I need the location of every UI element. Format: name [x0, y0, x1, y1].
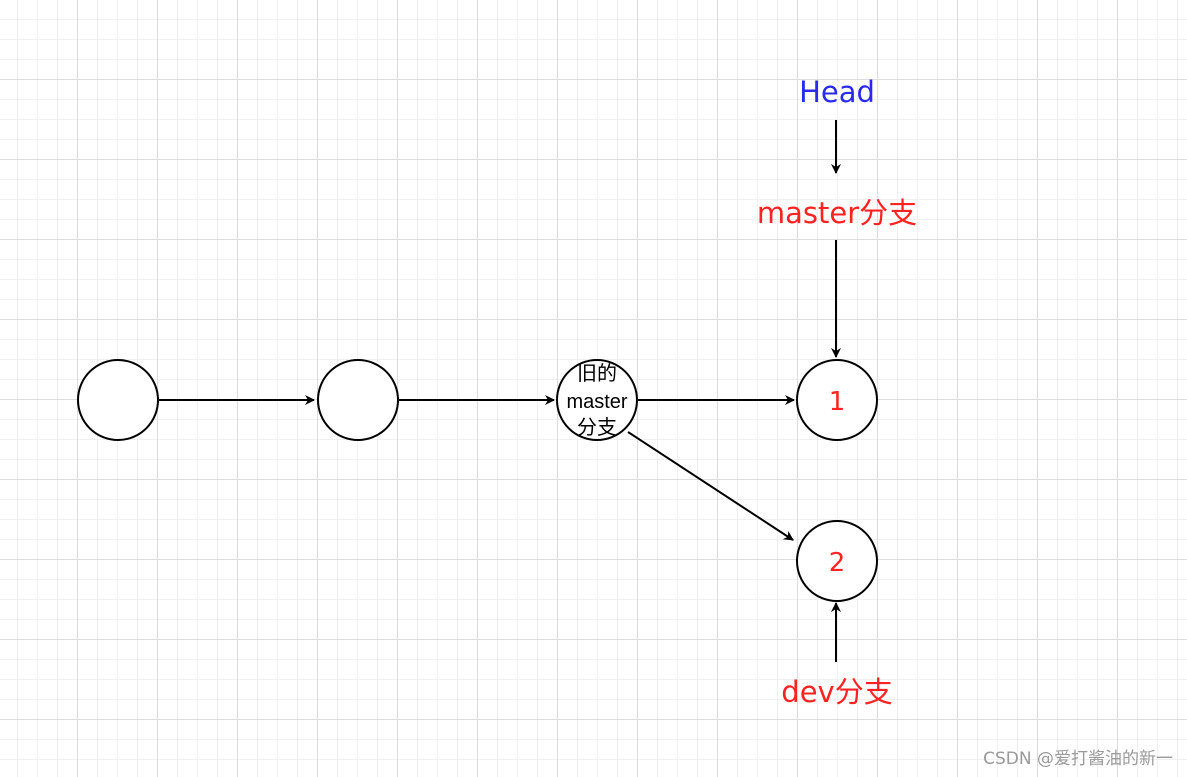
new-commit-node-1 [796, 359, 878, 441]
old-master-node [556, 359, 638, 441]
new-commit-node-2 [796, 520, 878, 602]
master-branch-label: master分支 [757, 196, 917, 230]
edge-old-master-to-node2 [627, 431, 794, 541]
watermark: CSDN @爱打酱油的新一 [983, 749, 1173, 769]
commit-node-2 [317, 359, 399, 441]
node-number-1: 1 [829, 387, 846, 417]
dev-branch-label: dev分支 [781, 675, 892, 709]
old-master-label-line1: 旧的 [577, 362, 617, 385]
old-master-label-line3: 分支 [577, 416, 617, 439]
head-label: Head [799, 75, 875, 109]
old-master-label-line2: master [566, 391, 627, 413]
commit-node-1 [77, 359, 159, 441]
node-number-2: 2 [829, 548, 846, 578]
